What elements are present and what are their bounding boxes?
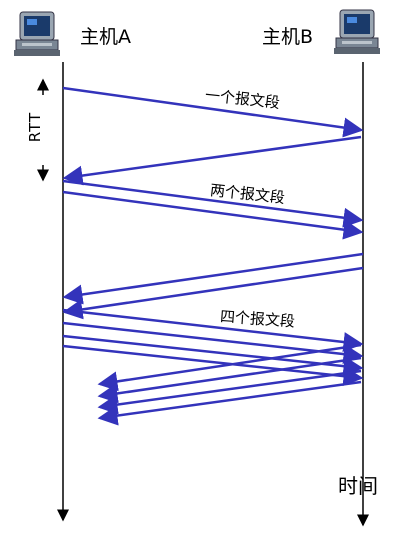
- rtt-label: RTT: [26, 111, 45, 143]
- ack-arrow: [62, 135, 362, 186]
- segment-arrow: [62, 344, 364, 387]
- computer-icon: [14, 11, 60, 56]
- ack-arrow: [62, 252, 364, 305]
- segment-arrows: [62, 86, 364, 426]
- segment-arrow: [62, 86, 364, 138]
- ack-arrow: [97, 380, 362, 426]
- segment-arrow: [62, 179, 364, 228]
- computer-icon: [334, 9, 380, 54]
- time-label: 时间: [338, 474, 378, 498]
- ack-arrow: [62, 266, 364, 320]
- ack-arrow: [97, 343, 362, 392]
- segment-arrow: [62, 308, 364, 352]
- ack-arrow: [97, 356, 362, 404]
- segment-arrow: [62, 190, 364, 240]
- ack-arrow: [97, 369, 362, 415]
- host-a-label: 主机A: [80, 26, 131, 48]
- segment-arrow: [62, 334, 364, 377]
- segment-arrow: [62, 321, 364, 365]
- host-b-label: 主机B: [262, 26, 314, 48]
